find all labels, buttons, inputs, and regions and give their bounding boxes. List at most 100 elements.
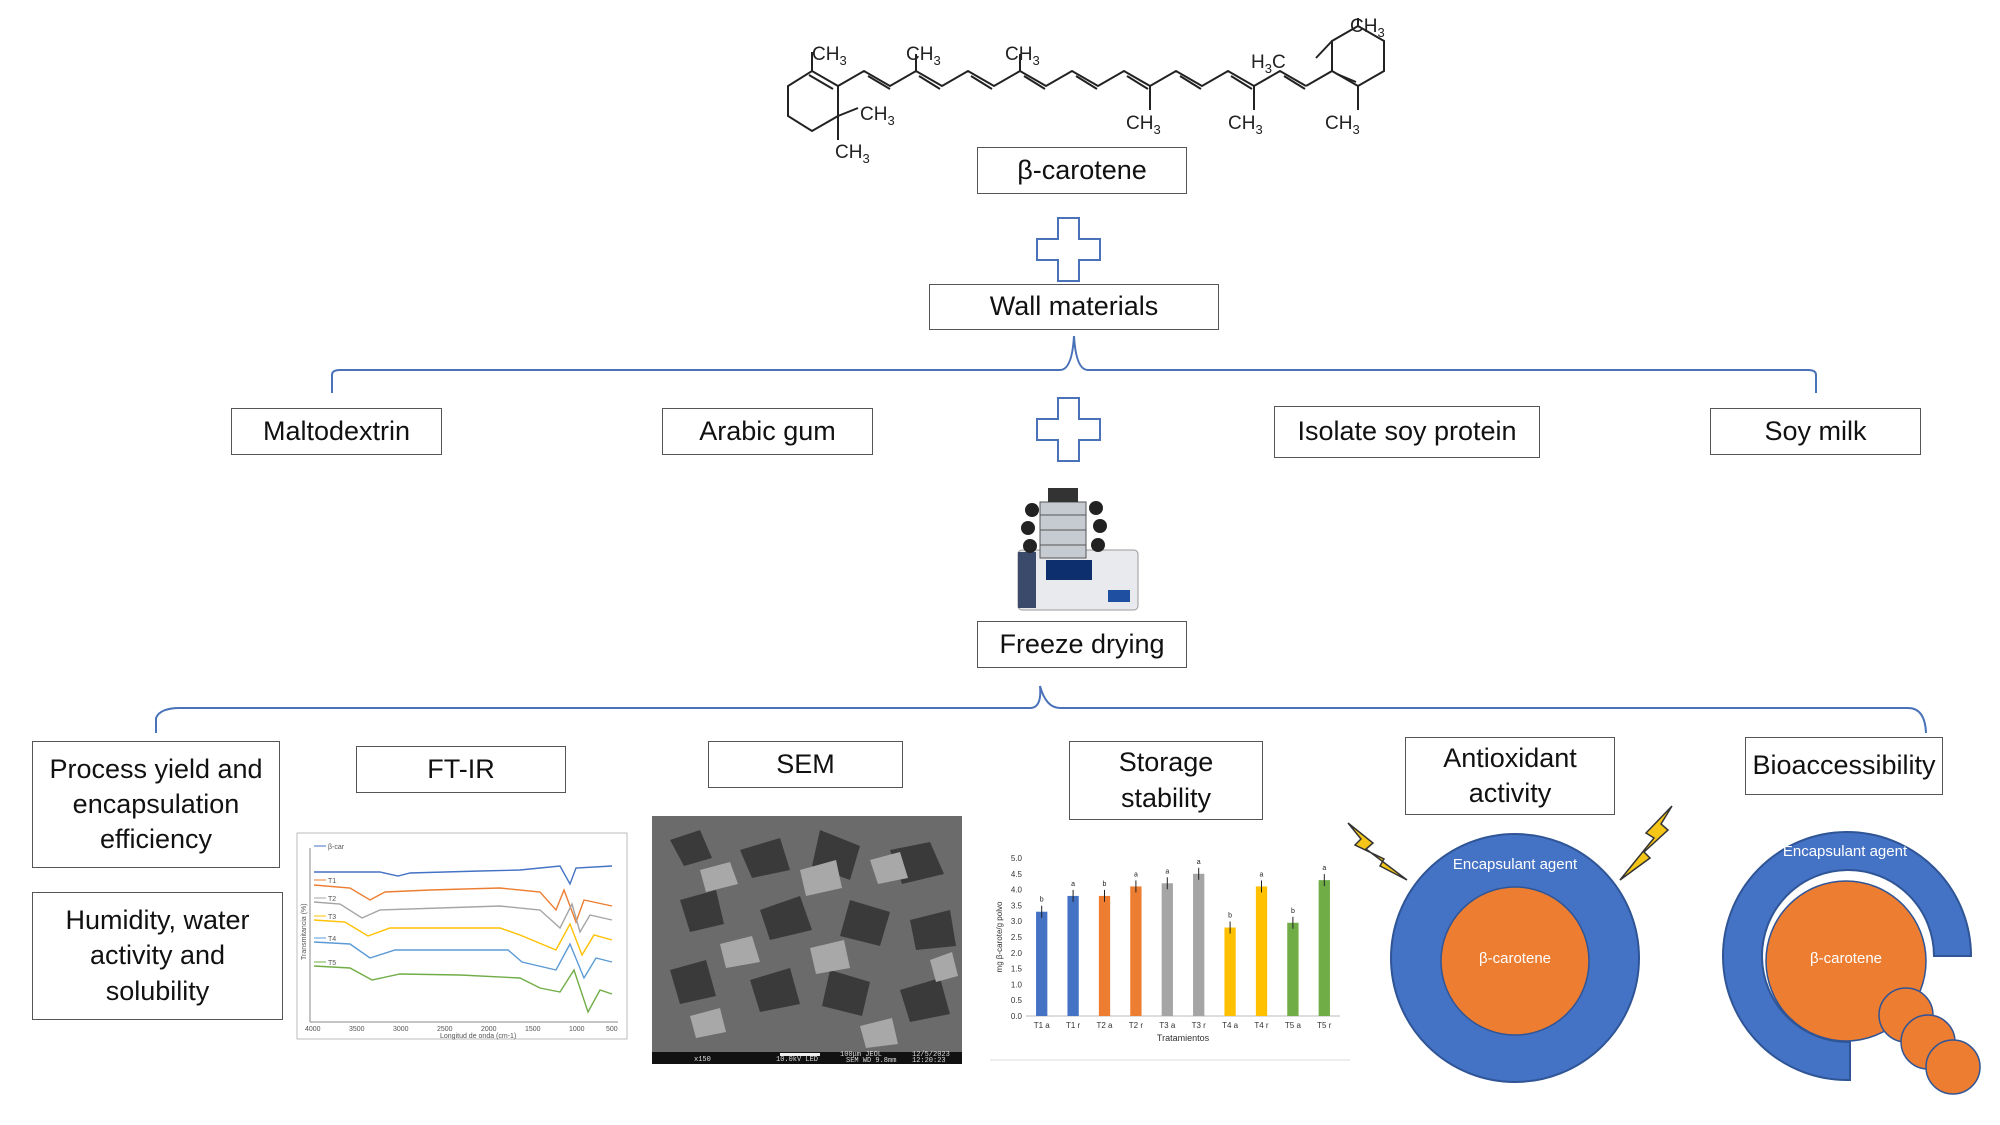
chart-category-1: T1 a <box>1034 1021 1051 1030</box>
chart-letter-6: a <box>1197 859 1201 866</box>
wall-material-isolate-soy-protein: Isolate soy protein <box>1274 406 1540 458</box>
ftir-xtick-6: 1500 <box>525 1026 541 1033</box>
chart-bar-4 <box>1130 886 1142 1016</box>
chart-ytick-1: 0.0 <box>1011 1012 1023 1021</box>
chart-letter-1: b <box>1040 897 1044 904</box>
humidity-box: Humidity, water activity and solubility <box>32 892 283 1020</box>
chart-ytick-3: 1.0 <box>1011 980 1023 989</box>
chart-category-9: T5 a <box>1285 1021 1302 1030</box>
chart-letter-8: a <box>1260 871 1264 878</box>
chart-category-10: T5 r <box>1317 1021 1332 1030</box>
ftir-xtick-5: 2000 <box>481 1026 497 1033</box>
chart-letter-9: b <box>1291 908 1295 915</box>
freeze-drying-label: Freeze drying <box>977 621 1187 668</box>
chart-ytick-2: 0.5 <box>1011 996 1023 1005</box>
chart-ylabel: mg β-carote/g polvo <box>995 901 1004 972</box>
sem-bar-left: x150 <box>694 1056 711 1064</box>
plus-icon-2 <box>1036 397 1101 462</box>
wall-material-soy-milk: Soy milk <box>1710 408 1921 455</box>
bioaccessibility-core-label: β-carotene <box>1810 950 1882 967</box>
antioxidant-activity-label: Antioxidant activity <box>1405 737 1615 815</box>
wall-material-arabic-gum: Arabic gum <box>662 408 873 455</box>
chart-ytick-10: 4.5 <box>1011 870 1023 879</box>
ftir-legend-2: T1 <box>328 878 336 885</box>
chart-bar-7 <box>1224 927 1236 1016</box>
sem-label: SEM <box>708 741 903 788</box>
chart-category-3: T2 a <box>1096 1021 1113 1030</box>
chart-category-7: T4 a <box>1222 1021 1239 1030</box>
bioaccessibility-capsule <box>1722 831 1981 1095</box>
chart-letter-5: a <box>1165 868 1169 875</box>
chart-letter-3: b <box>1103 881 1107 888</box>
wall-material-maltodextrin: Maltodextrin <box>231 408 442 455</box>
sem-bar-date: 12/5/2023 <box>912 1051 950 1059</box>
chart-category-2: T1 r <box>1066 1021 1081 1030</box>
ftir-xtick-4: 2500 <box>437 1026 453 1033</box>
chart-ytick-5: 2.0 <box>1011 949 1023 958</box>
chart-bar-2 <box>1067 895 1079 1016</box>
ftir-xtick-8: 500 <box>606 1026 618 1033</box>
methyl-label-3: CH3 <box>835 142 870 166</box>
methyl-label-4: CH3 <box>906 44 941 68</box>
chart-bar-5 <box>1161 883 1173 1016</box>
chart-ytick-11: 5.0 <box>1011 854 1023 863</box>
ftir-legend-6: T5 <box>328 960 336 967</box>
chart-bar-9 <box>1287 922 1299 1016</box>
ftir-legend-5: T4 <box>328 936 336 943</box>
methyl-label-6: CH3 <box>1126 113 1161 137</box>
chart-ytick-9: 4.0 <box>1011 886 1023 895</box>
chart-category-6: T3 r <box>1192 1021 1207 1030</box>
chart-letter-10: a <box>1322 865 1326 872</box>
ftir-xtick-1: 4000 <box>305 1026 321 1033</box>
lightning-bolt-icon-right <box>1619 805 1673 881</box>
antioxidant-shell-label: Encapsulant agent <box>1452 856 1578 873</box>
chart-ytick-8: 3.5 <box>1011 901 1023 910</box>
chart-ytick-6: 2.5 <box>1011 933 1023 942</box>
released-particle-3 <box>1925 1039 1981 1095</box>
methyl-label-10: CH3 <box>1325 113 1360 137</box>
storage-stability-chart: 0.0 0.5 1.0 1.5 2.0 2.5 3.0 3.5 4.0 4.5 5.0 b T1 a aT… <box>990 854 1350 1061</box>
ftir-xlabel: Longitud de onda (cm-1) <box>440 1033 516 1040</box>
ftir-xtick-2: 3500 <box>349 1026 365 1033</box>
chart-bar-1 <box>1036 911 1048 1016</box>
chart-ytick-7: 3.0 <box>1011 917 1023 926</box>
antioxidant-capsule <box>1390 833 1640 1083</box>
chart-bar-8 <box>1255 886 1268 1016</box>
chart-xlabel: Tratamientos <box>1157 1033 1210 1043</box>
sem-bar-mid: 10.0kV LED <box>776 1056 818 1064</box>
chart-ytick-4: 1.5 <box>1011 965 1023 974</box>
wall-materials-bracket <box>331 335 1817 393</box>
chart-category-5: T3 a <box>1159 1021 1176 1030</box>
methyl-label-9: CH3 <box>1350 16 1385 40</box>
sem-bar-scale: 100μm JEOL <box>840 1051 882 1059</box>
wall-materials-title: Wall materials <box>929 284 1219 330</box>
process-yield-box: Process yield and encapsulation efficien… <box>32 741 280 868</box>
chart-category-8: T4 r <box>1254 1021 1269 1030</box>
lightning-bolt-icon-left <box>1347 822 1408 881</box>
sem-image: x150 10.0kV LED 100μm JEOL SEM WD 9.8mm … <box>652 816 962 1065</box>
chart-letter-4: a <box>1134 871 1138 878</box>
bioaccessibility-label: Bioaccessibility <box>1745 737 1943 795</box>
sem-bar-right: SEM WD 9.8mm <box>846 1057 896 1065</box>
beta-carotene-label: β-carotene <box>977 147 1187 194</box>
antioxidant-core-label: β-carotene <box>1479 950 1551 967</box>
plus-icon-1 <box>1036 217 1101 282</box>
chart-bar-10 <box>1318 880 1330 1016</box>
analyses-bracket <box>155 685 1927 734</box>
ftir-ylabel: Transmitancia (%) <box>301 903 308 960</box>
chart-bar-6 <box>1193 873 1205 1016</box>
bioaccessibility-shell-label: Encapsulant agent <box>1782 843 1908 860</box>
methyl-label-5: CH3 <box>1005 44 1040 68</box>
chart-letter-2: a <box>1071 881 1075 888</box>
storage-stability-label: Storage stability <box>1069 741 1263 820</box>
ftir-legend-1: β-car <box>328 844 345 851</box>
ftir-legend-4: T3 <box>328 914 336 921</box>
freeze-dryer-icon <box>1017 488 1139 611</box>
methyl-label-1: CH3 <box>812 44 847 68</box>
ftir-plot: β-car T1 T2 T3 T4 T5 4000 3500 3000 2500… <box>296 832 628 1040</box>
methyl-label-8: H3C <box>1251 52 1286 76</box>
chart-bar-3 <box>1098 895 1111 1016</box>
ftir-legend-3: T2 <box>328 896 336 903</box>
ftir-xtick-3: 3000 <box>393 1026 409 1033</box>
